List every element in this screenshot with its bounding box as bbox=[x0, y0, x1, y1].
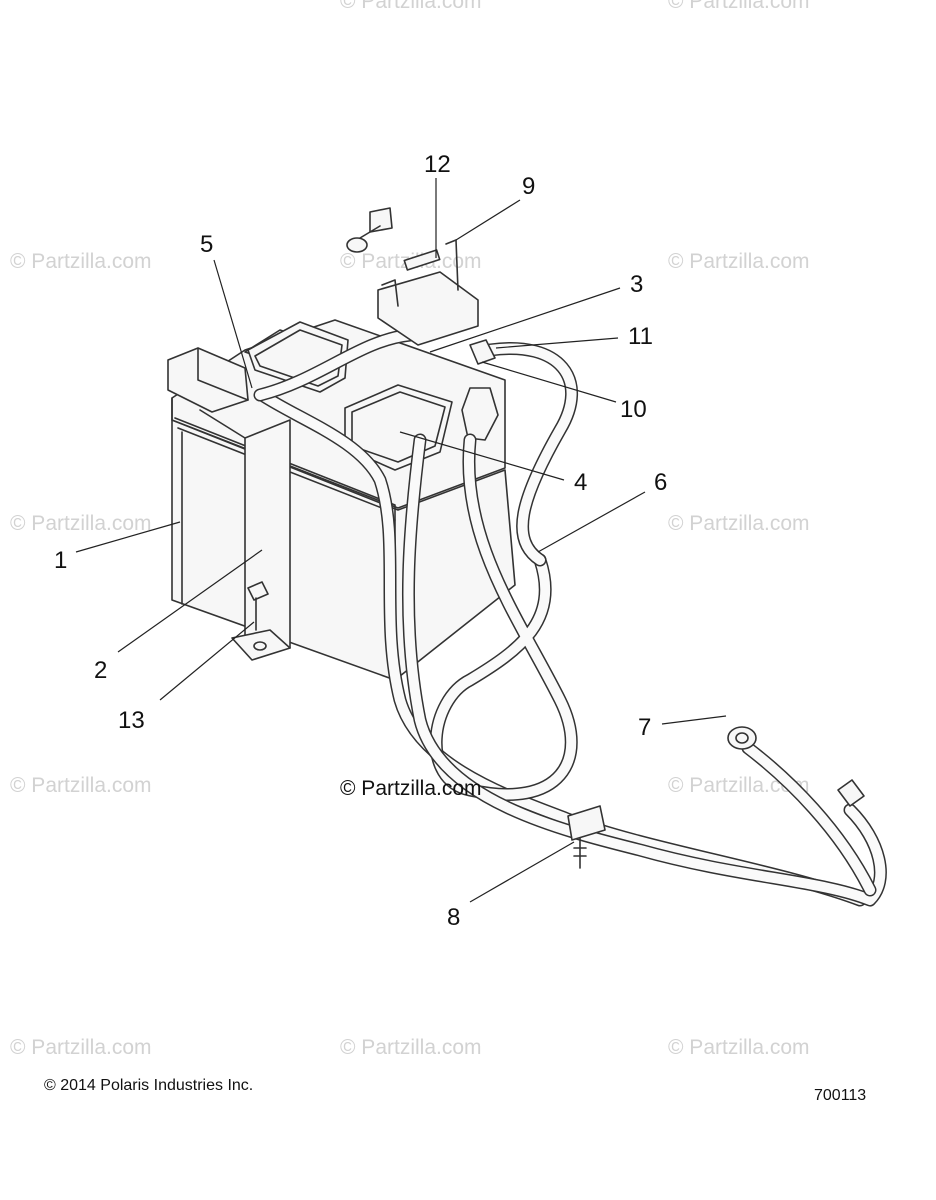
callout-7: 7 bbox=[638, 714, 651, 741]
callout-3: 3 bbox=[630, 271, 643, 298]
callout-6: 6 bbox=[654, 469, 667, 496]
watermark: © Partzilla.com bbox=[10, 250, 152, 273]
watermark: © Partzilla.com bbox=[340, 1036, 482, 1059]
callout-1: 1 bbox=[54, 547, 67, 574]
callout-10: 10 bbox=[620, 396, 647, 423]
watermark: © Partzilla.com bbox=[10, 1036, 152, 1059]
cable-clip bbox=[567, 805, 606, 869]
callout-5: 5 bbox=[200, 231, 213, 258]
copyright-text: © 2014 Polaris Industries Inc. bbox=[44, 1077, 254, 1094]
watermark: © Partzilla.com bbox=[668, 512, 810, 535]
callout-8: 8 bbox=[447, 904, 460, 931]
watermark: © Partzilla.com bbox=[10, 774, 152, 797]
watermark: © Partzilla.com bbox=[668, 250, 810, 273]
bolt bbox=[247, 581, 269, 631]
fuse-bracket bbox=[346, 207, 479, 346]
callout-4: 4 bbox=[574, 469, 587, 496]
watermark: © Partzilla.com bbox=[340, 0, 482, 13]
callout-2: 2 bbox=[94, 657, 107, 684]
ring-terminal bbox=[727, 726, 757, 750]
watermark: © Partzilla.com bbox=[668, 774, 810, 797]
cables bbox=[253, 328, 887, 907]
callout-13: 13 bbox=[118, 707, 145, 734]
watermark: © Partzilla.com bbox=[668, 0, 810, 13]
callout-12: 12 bbox=[424, 151, 451, 178]
watermark: © Partzilla.com bbox=[10, 512, 152, 535]
connector-end bbox=[837, 779, 865, 807]
watermark: © Partzilla.com bbox=[668, 1036, 810, 1059]
ring-connector bbox=[469, 339, 496, 365]
terminal-cover bbox=[167, 347, 249, 413]
callout-11: 11 bbox=[628, 323, 653, 350]
diagram-id: 700113 bbox=[814, 1087, 867, 1104]
callouts: 1 2 3 4 5 6 7 8 9 10 11 12 13 bbox=[54, 151, 727, 931]
center-watermark: © Partzilla.com bbox=[340, 777, 482, 800]
callout-9: 9 bbox=[522, 173, 535, 200]
